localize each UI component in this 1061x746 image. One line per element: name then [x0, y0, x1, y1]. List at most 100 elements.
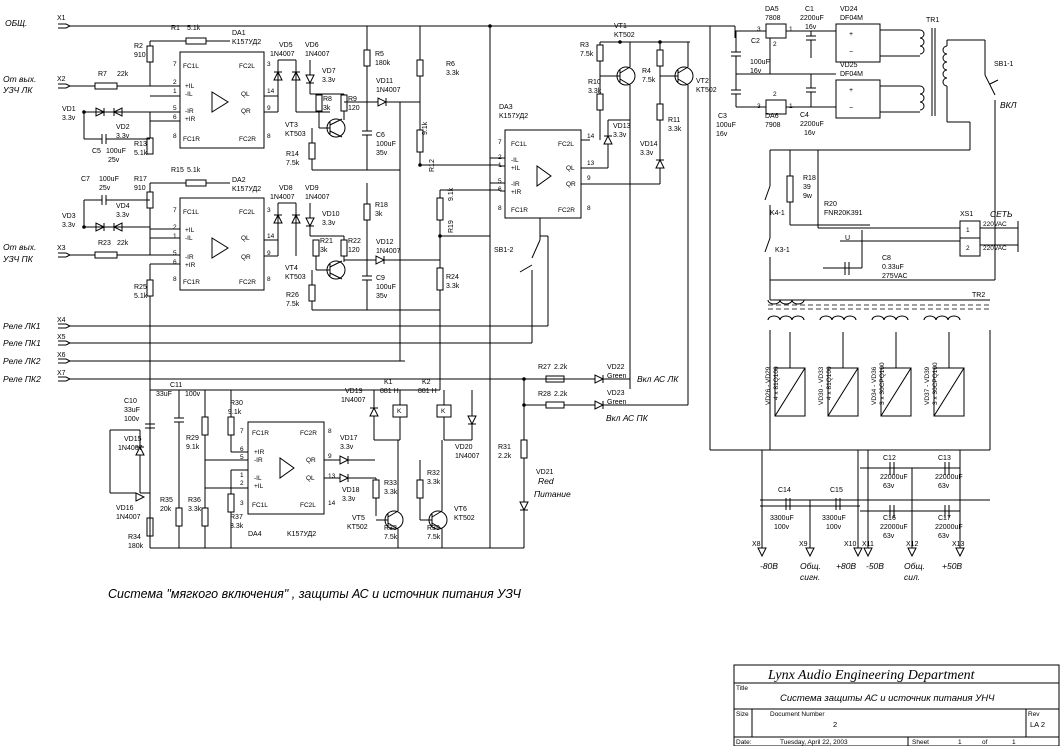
svg-text:C11: C11 [170, 382, 182, 389]
svg-text:1: 1 [789, 26, 793, 33]
svg-text:9: 9 [587, 175, 591, 182]
svg-text:3.3k: 3.3k [230, 523, 244, 530]
svg-text:881 H: 881 H [418, 388, 437, 395]
svg-text:0.33uF: 0.33uF [882, 264, 904, 271]
svg-text:QL: QL [306, 475, 315, 482]
svg-text:R32: R32 [427, 470, 440, 477]
svg-text:1N4007: 1N4007 [341, 397, 366, 404]
svg-text:8: 8 [267, 133, 271, 140]
svg-text:VT5: VT5 [352, 515, 365, 522]
svg-text:7.5k: 7.5k [384, 534, 398, 541]
svg-text:2: 2 [773, 91, 777, 98]
svg-text:R12: R12 [429, 159, 436, 172]
svg-text:R29: R29 [186, 435, 199, 442]
svg-text:33uF: 33uF [124, 407, 140, 414]
svg-text:22000uF: 22000uF [880, 524, 908, 531]
svg-text:DA4: DA4 [248, 531, 262, 538]
svg-text:3.3v: 3.3v [322, 220, 336, 227]
svg-text:FC1L: FC1L [252, 502, 268, 509]
svg-text:QL: QL [241, 235, 250, 242]
svg-text:QR: QR [241, 254, 251, 261]
svg-text:Title: Title [736, 685, 748, 692]
svg-text:1N4007: 1N4007 [270, 51, 295, 58]
svg-text:R21: R21 [320, 238, 333, 245]
svg-text:R26: R26 [286, 292, 299, 299]
svg-text:X2: X2 [57, 76, 66, 83]
connector-x1: ОБЩ. X1 [5, 15, 735, 29]
svg-text:K157УД2: K157УД2 [499, 113, 528, 120]
svg-text:SB1-1: SB1-1 [994, 61, 1014, 68]
svg-text:+: + [849, 31, 853, 38]
svg-text:R17: R17 [134, 176, 147, 183]
svg-text:VD18: VD18 [342, 487, 360, 494]
tr1: TR1 SB1-1 ВКЛ [770, 17, 1017, 245]
svg-text:Document Number: Document Number [770, 711, 825, 718]
svg-text:X6: X6 [57, 352, 66, 359]
svg-text:X10: X10 [844, 541, 857, 548]
svg-text:C14: C14 [778, 487, 791, 494]
svg-text:X3: X3 [57, 245, 66, 252]
svg-text:3: 3 [757, 26, 761, 33]
svg-text:R13: R13 [134, 141, 147, 148]
svg-text:VD25: VD25 [840, 62, 858, 69]
out-x13: X13+50В [942, 541, 965, 571]
svg-text:63v: 63v [883, 483, 895, 490]
svg-text:Реле ПК2: Реле ПК2 [3, 374, 41, 384]
svg-text:35v: 35v [376, 293, 388, 300]
svg-text:2: 2 [966, 245, 970, 252]
svg-text:K4-1: K4-1 [770, 210, 785, 217]
svg-text:9w: 9w [803, 193, 813, 200]
svg-text:35v: 35v [376, 150, 388, 157]
svg-text:Green: Green [607, 399, 627, 406]
svg-text:R39: R39 [427, 525, 440, 532]
svg-text:7808: 7808 [765, 15, 781, 22]
svg-text:63v: 63v [938, 533, 950, 540]
svg-text:8: 8 [587, 205, 591, 212]
svg-text:14: 14 [267, 233, 275, 240]
svg-text:K157УД2: K157УД2 [287, 531, 316, 538]
svg-text:C1: C1 [805, 6, 814, 13]
svg-text:KT503: KT503 [285, 131, 306, 138]
svg-text:+IL: +IL [511, 165, 521, 172]
svg-text:6: 6 [173, 259, 177, 266]
svg-text:9.1k: 9.1k [186, 444, 200, 451]
svg-text:C7: C7 [81, 176, 90, 183]
svg-text:4 x 81Q100: 4 x 81Q100 [826, 366, 833, 400]
svg-text:-IL: -IL [254, 475, 262, 482]
svg-text:TR1: TR1 [926, 17, 939, 24]
svg-text:Green: Green [607, 373, 627, 380]
doc-title: Система защиты АС и источник питания УНЧ [780, 693, 995, 704]
svg-text:X4: X4 [57, 317, 66, 324]
svg-text:R28: R28 [538, 391, 551, 398]
svg-text:8: 8 [173, 276, 177, 283]
svg-text:C8: C8 [882, 255, 891, 262]
svg-text:C16: C16 [883, 515, 896, 522]
svg-text:8: 8 [328, 428, 332, 435]
svg-text:VD34 - VD36: VD34 - VD36 [871, 366, 878, 405]
svg-text:3.3k: 3.3k [188, 506, 202, 513]
svg-text:K: K [397, 408, 402, 415]
svg-text:VD13: VD13 [613, 123, 631, 130]
svg-text:100v: 100v [774, 524, 790, 531]
svg-text:C6: C6 [376, 132, 385, 139]
svg-text:1N4007: 1N4007 [455, 453, 480, 460]
svg-text:100uF: 100uF [99, 176, 119, 183]
svg-text:3.3k: 3.3k [446, 70, 460, 77]
svg-text:-IR: -IR [511, 181, 520, 188]
svg-text:3k: 3k [375, 211, 383, 218]
svg-text:7.5k: 7.5k [286, 301, 300, 308]
svg-text:XS1: XS1 [960, 211, 973, 218]
svg-text:22000uF: 22000uF [935, 474, 963, 481]
svg-text:R2: R2 [134, 43, 143, 50]
svg-text:2200uF: 2200uF [800, 121, 824, 128]
svg-text:C17: C17 [938, 515, 951, 522]
svg-text:DA2: DA2 [232, 177, 246, 184]
svg-text:X13: X13 [952, 541, 965, 548]
svg-text:СЕТЬ: СЕТЬ [990, 209, 1013, 219]
svg-text:U: U [845, 235, 850, 242]
label-obsch: ОБЩ. [5, 18, 27, 28]
svg-text:DF04M: DF04M [840, 71, 863, 78]
